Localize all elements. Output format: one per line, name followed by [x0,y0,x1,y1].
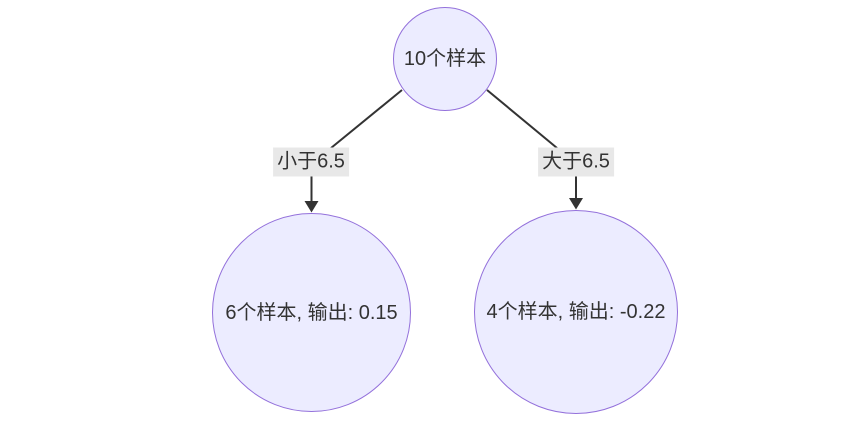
leaf-node-left: 6个样本, 输出: 0.15 [212,213,411,412]
root-node: 10个样本 [393,7,497,111]
edge-left-diagonal-line [330,89,403,149]
leaf-node-right: 4个样本, 输出: -0.22 [474,210,678,414]
root-node-label: 10个样本 [403,48,487,70]
edge-left-arrowhead-icon [304,201,319,213]
edge-right-arrowhead-icon [569,198,583,210]
edge-right-diagonal-line [486,89,558,149]
edge-label-right: 大于6.5 [538,147,614,177]
leaf-node-right-label: 4个样本, 输出: -0.22 [486,301,666,323]
edge-label-left: 小于6.5 [273,147,349,177]
leaf-node-left-label: 6个样本, 输出: 0.15 [225,301,398,324]
